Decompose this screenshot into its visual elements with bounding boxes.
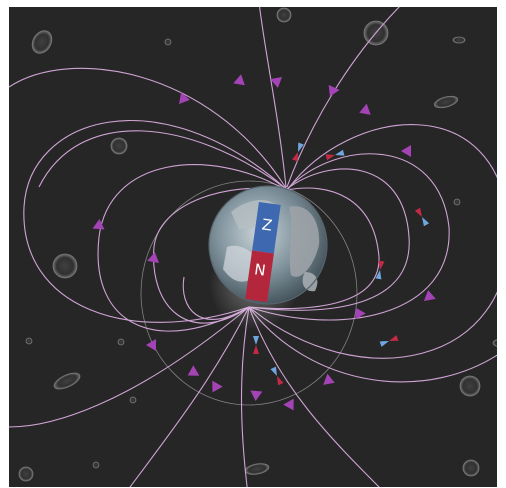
magnet-bottom-pole	[245, 250, 274, 303]
arrow	[187, 365, 200, 376]
bubble	[433, 95, 459, 109]
bubble	[164, 38, 172, 46]
field-line	[153, 187, 282, 324]
magnet-bottom-pole-label: N	[253, 260, 267, 280]
magnet-top-pole-label: Z	[260, 215, 274, 235]
arrow	[355, 307, 366, 320]
bubble	[462, 459, 480, 477]
arrow	[283, 398, 294, 411]
arrow	[147, 252, 160, 263]
bubble	[25, 337, 33, 345]
arrow	[92, 219, 105, 230]
field-line	[23, 120, 286, 323]
bubble	[117, 338, 125, 346]
bubble	[53, 372, 81, 390]
compass-needle	[325, 149, 345, 161]
arrow	[359, 103, 371, 115]
bubble	[492, 339, 497, 347]
compass-needle	[292, 142, 304, 162]
bubble	[459, 375, 481, 397]
arrow	[146, 339, 156, 351]
arrow	[250, 390, 263, 401]
compass-needle	[414, 207, 430, 227]
compass-needle	[379, 335, 399, 347]
field-line	[248, 124, 497, 359]
field-line	[259, 7, 287, 188]
magnetic-field-diagram: Z N	[9, 7, 497, 487]
bubble	[453, 198, 461, 206]
compass-needle	[375, 260, 385, 280]
arrow	[401, 145, 411, 157]
field-line	[9, 306, 250, 428]
compass-needle	[270, 366, 284, 386]
bubble	[129, 396, 137, 404]
background-bubbles	[18, 7, 497, 482]
bubble	[276, 7, 292, 23]
field-line	[9, 67, 287, 189]
arrow	[323, 373, 335, 385]
arrow	[423, 290, 436, 301]
arrow	[233, 74, 245, 86]
bubble	[52, 253, 78, 279]
arrow	[212, 380, 223, 393]
field-line	[129, 306, 250, 487]
arrow	[328, 84, 340, 97]
bubble	[92, 461, 100, 469]
field-line	[248, 168, 410, 311]
bubble	[110, 137, 128, 155]
field-line	[248, 153, 450, 321]
arrow	[270, 77, 283, 88]
field-line	[97, 164, 285, 332]
field-arrows	[92, 74, 436, 411]
field-line	[38, 130, 286, 189]
bubble	[452, 36, 466, 44]
arrow	[179, 92, 190, 105]
field-line	[240, 306, 250, 487]
compass-needles	[253, 142, 430, 386]
field-line	[248, 306, 497, 383]
field-line	[248, 306, 380, 487]
field-lines	[9, 7, 497, 487]
bubble	[244, 463, 270, 475]
bubble	[18, 466, 34, 482]
inner-field-ring	[140, 180, 358, 406]
field-line	[248, 187, 380, 310]
compass-needle	[253, 336, 259, 354]
magnet-top-pole	[252, 201, 281, 254]
bubble	[31, 30, 53, 54]
bar-magnet	[245, 201, 281, 303]
